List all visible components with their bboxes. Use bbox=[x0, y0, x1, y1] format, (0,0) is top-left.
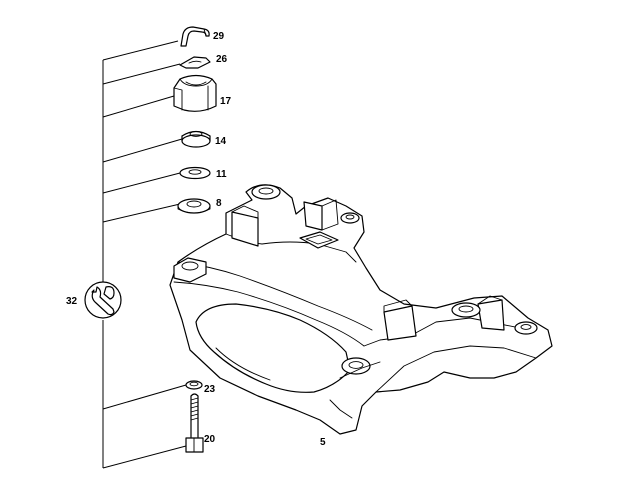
retainer-part-26 bbox=[179, 56, 211, 69]
callout-11: 11 bbox=[216, 169, 227, 180]
callout-14: 14 bbox=[215, 136, 227, 147]
callout-bracket bbox=[102, 40, 187, 469]
callout-26: 26 bbox=[216, 54, 228, 65]
rubber-mount-part-17 bbox=[173, 74, 217, 112]
washer-part-11 bbox=[179, 166, 211, 180]
callout-23: 23 bbox=[204, 384, 216, 395]
bolt-part-20 bbox=[185, 393, 204, 453]
clip-part-29 bbox=[180, 26, 210, 47]
subframe-part-5 bbox=[169, 184, 553, 435]
callout-17: 17 bbox=[220, 96, 232, 107]
ring-part-23 bbox=[185, 380, 203, 390]
callout-5: 5 bbox=[320, 437, 326, 448]
washer-part-8 bbox=[177, 198, 211, 214]
callout-8: 8 bbox=[216, 198, 222, 209]
callout-32: 32 bbox=[66, 296, 78, 307]
wrench-icon bbox=[84, 281, 122, 319]
callout-29: 29 bbox=[213, 31, 225, 42]
bushing-part-14 bbox=[181, 130, 211, 148]
callout-labels: 29 26 17 14 11 8 32 23 20 5 bbox=[66, 31, 326, 448]
callout-20: 20 bbox=[204, 434, 216, 445]
